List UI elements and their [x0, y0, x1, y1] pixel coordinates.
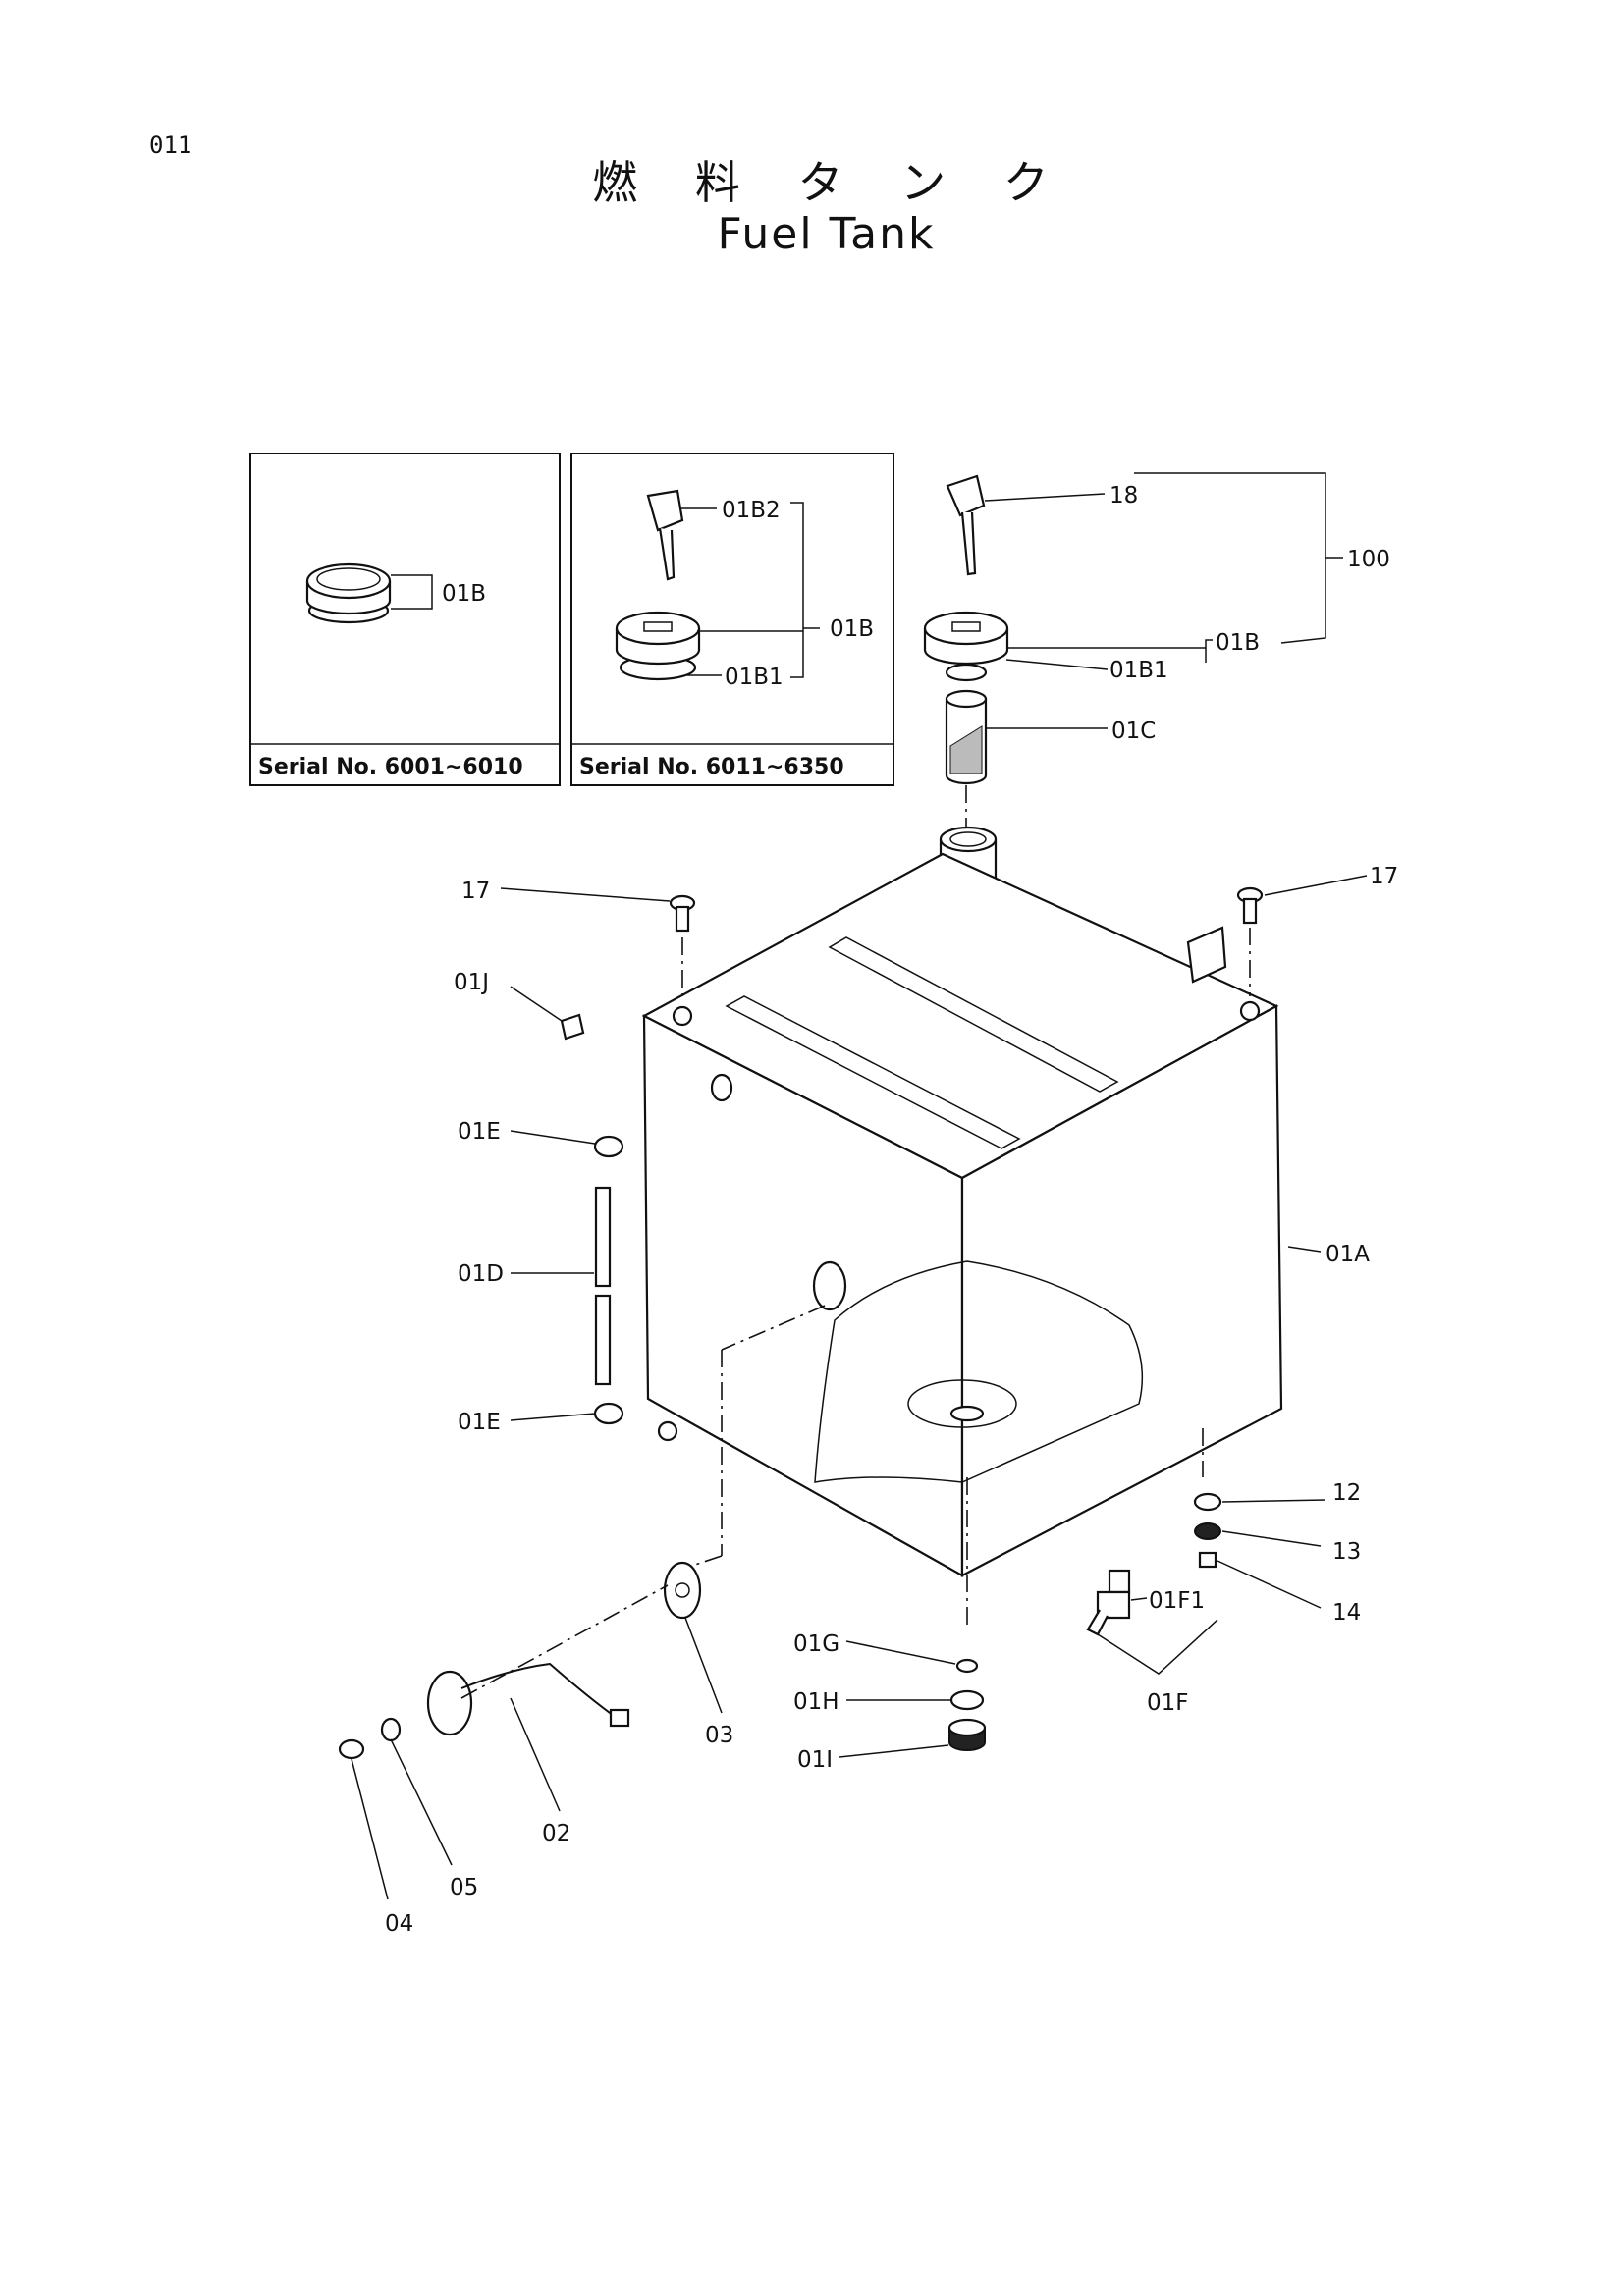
inset2-callout-01B: 01B [830, 616, 874, 642]
leader-lines [351, 472, 1368, 1900]
callout-17-right: 17 [1370, 864, 1398, 889]
inset2-serial: Serial No. 6011∼6350 [579, 755, 844, 779]
callout-05: 05 [450, 1875, 478, 1900]
page-number: 011 [149, 132, 192, 159]
callout-labels: 18 100 01B 01B1 01C 17 17 01J 01E 01D 01… [385, 483, 1398, 1937]
callout-01F1: 01F1 [1149, 1588, 1205, 1614]
inset-serial-6011-6350: 01B2 01B 01B1 Serial No. 6011∼6350 [570, 453, 894, 786]
callout-01A: 01A [1325, 1242, 1370, 1267]
callout-01C: 01C [1111, 719, 1156, 744]
callout-01I: 01I [797, 1747, 833, 1773]
callout-18: 18 [1109, 483, 1138, 508]
inset1-callout-01B: 01B [442, 581, 486, 607]
callout-01B1: 01B1 [1109, 658, 1168, 683]
inset2-callout-01B1: 01B1 [725, 665, 784, 690]
callout-01E-top: 01E [458, 1119, 501, 1145]
callout-13: 13 [1332, 1539, 1361, 1565]
callout-01G: 01G [793, 1631, 839, 1657]
title-english: Fuel Tank [717, 209, 936, 259]
callout-02: 02 [542, 1821, 570, 1846]
callout-03: 03 [705, 1723, 733, 1748]
inset-serial-6001-6010: 01B Serial No. 6001∼6010 [249, 453, 561, 786]
callout-100: 100 [1347, 547, 1390, 572]
drain-parts [947, 1492, 1222, 1751]
callout-01D: 01D [458, 1261, 504, 1287]
callout-01F: 01F [1147, 1690, 1189, 1716]
callout-14: 14 [1332, 1600, 1361, 1626]
callout-04: 04 [385, 1911, 413, 1937]
fuel-tank-body [641, 852, 1283, 1629]
bolt-17-right [1236, 886, 1264, 996]
callout-01H: 01H [793, 1689, 839, 1715]
level-gauge [560, 1013, 733, 1442]
inset1-serial: Serial No. 6001∼6010 [258, 755, 523, 779]
title-japanese: 燃 料 タ ン ク [592, 156, 1070, 209]
callout-01J: 01J [454, 970, 489, 995]
callout-01B: 01B [1216, 630, 1260, 656]
bolt-17-left [669, 894, 696, 999]
callout-17-left: 17 [461, 879, 490, 904]
callout-12: 12 [1332, 1480, 1361, 1506]
callout-01E-bottom: 01E [458, 1410, 501, 1435]
inset2-callout-01B2: 01B2 [722, 498, 781, 523]
